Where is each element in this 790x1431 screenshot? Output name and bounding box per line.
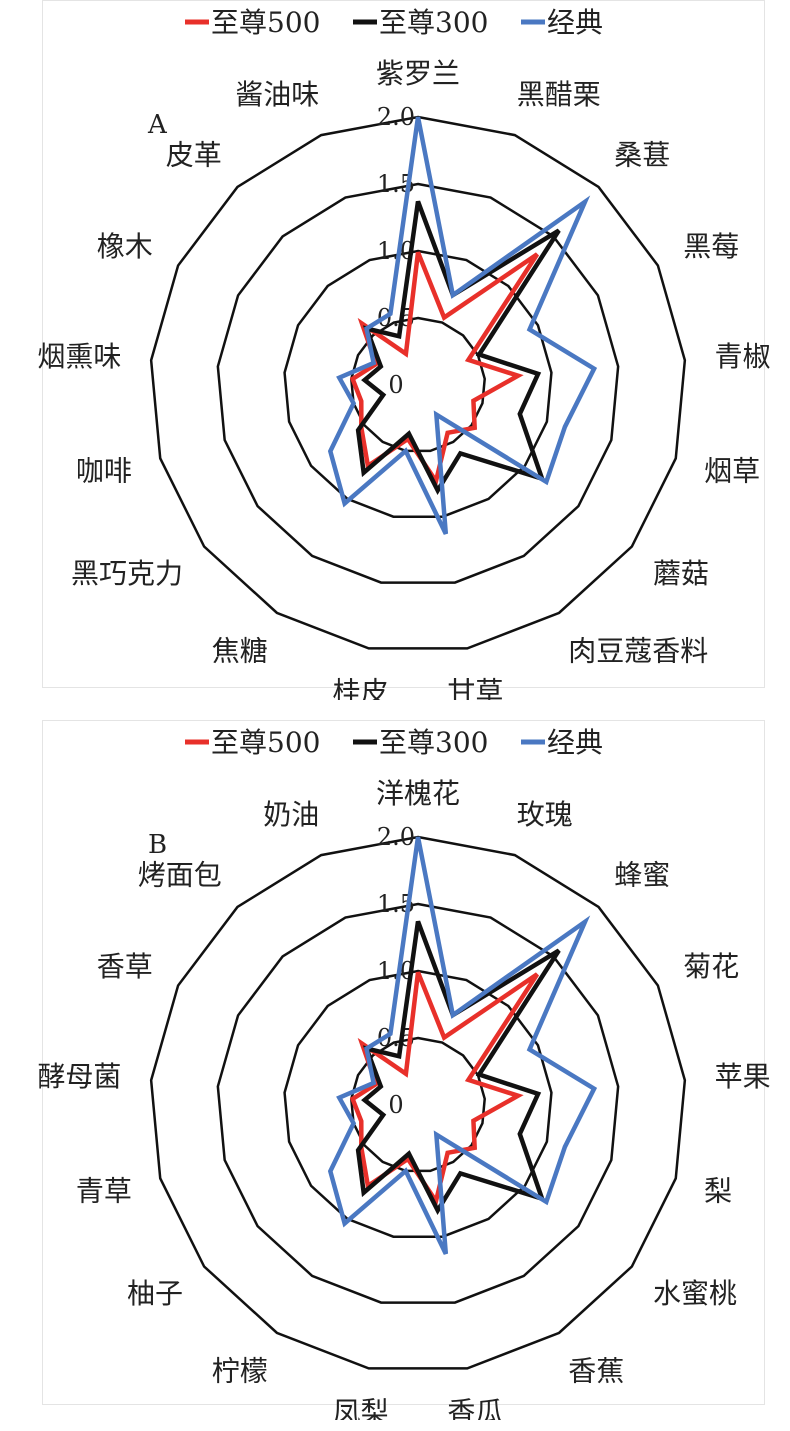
axis-label: 蘑菇	[653, 557, 709, 590]
axis-label: 梨	[704, 1174, 732, 1207]
legend-label: 至尊500	[211, 726, 320, 759]
axis-label: 洋槐花	[376, 777, 460, 810]
axis-label: 橡木	[97, 230, 153, 263]
axis-label: 蜂蜜	[614, 858, 670, 891]
radar-panel-b	[42, 720, 765, 1405]
series-line-2	[327, 836, 598, 1255]
radar-chart-a: 00.51.01.52.0紫罗兰黑醋栗桑葚黑莓青椒烟草蘑菇肉豆蔻香料甘草桂皮焦糖…	[37, 6, 771, 700]
axis-label: 酱油味	[235, 78, 319, 111]
axis-label: 香草	[97, 950, 153, 983]
axis-label: 奶油	[263, 798, 319, 831]
panel-label: A	[147, 110, 168, 140]
grid-ring-2	[149, 115, 687, 650]
axis-label: 皮革	[166, 138, 222, 171]
axis-label: 玫瑰	[517, 798, 573, 831]
series-line-2	[327, 116, 598, 535]
axis-label: 甘草	[447, 676, 503, 700]
axis-label: 香瓜	[447, 1396, 503, 1420]
panel-label: B	[148, 830, 167, 860]
grid-ring-2	[149, 835, 687, 1370]
axis-label: 烤面包	[138, 858, 222, 891]
axis-label: 柠檬	[212, 1354, 268, 1387]
axis-label: 苹果	[715, 1060, 771, 1093]
axis-label: 酵母菌	[37, 1060, 121, 1093]
grid-ring-1.5	[216, 902, 620, 1304]
tick-label: 0	[388, 1091, 403, 1119]
axis-label: 桑葚	[614, 138, 670, 171]
legend-label: 至尊300	[379, 6, 488, 39]
series-line-1	[355, 200, 561, 495]
legend-label: 至尊500	[211, 6, 320, 39]
tick-label: 2.0	[377, 823, 415, 851]
axis-label: 青草	[76, 1174, 132, 1207]
legend-label: 经典	[547, 726, 603, 759]
axis-label: 黑莓	[683, 230, 739, 263]
axis-label: 黑醋栗	[517, 78, 601, 111]
radar-panel-a	[42, 0, 765, 688]
axis-label: 香蕉	[568, 1354, 624, 1387]
axis-label: 烟草	[704, 454, 760, 487]
axis-label: 凤梨	[333, 1396, 389, 1420]
radar-chart-b: 00.51.01.52.0洋槐花玫瑰蜂蜜菊花苹果梨水蜜桃香蕉香瓜凤梨柠檬柚子青草…	[37, 726, 771, 1420]
legend-label: 至尊300	[379, 726, 488, 759]
axis-label: 黑巧克力	[71, 557, 183, 590]
axis-label: 紫罗兰	[376, 57, 460, 90]
axis-label: 焦糖	[212, 634, 268, 667]
legend-label: 经典	[547, 6, 603, 39]
axis-label: 柚子	[127, 1277, 183, 1310]
tick-label: 2.0	[377, 103, 415, 131]
grid-ring-1.5	[216, 182, 620, 584]
axis-label: 咖啡	[76, 454, 132, 487]
axis-label: 桂皮	[333, 676, 389, 700]
axis-label: 肉豆蔻香料	[568, 634, 708, 667]
axis-label: 烟熏味	[37, 340, 121, 373]
tick-label: 0	[388, 371, 403, 399]
axis-label: 水蜜桃	[653, 1277, 737, 1310]
axis-label: 菊花	[683, 950, 739, 983]
series-line-1	[355, 920, 561, 1215]
axis-label: 青椒	[715, 340, 771, 373]
